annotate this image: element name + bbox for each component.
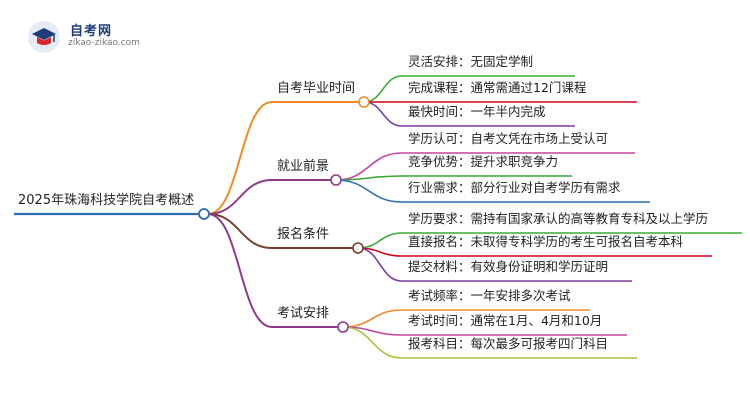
leaf-topic: 考试频率：一年安排多次考试 (408, 288, 571, 303)
branch-node (337, 321, 349, 333)
leaf-connector (342, 326, 403, 359)
leaf-connector (335, 175, 403, 181)
root-node (198, 208, 210, 220)
leaf-topic: 直接报名：未取得专科学历的考生可报名自考本科 (408, 234, 684, 249)
leaf-topic: 提交材料：有效身份证明和学历证明 (408, 259, 609, 274)
leaf-topic: 行业需求：部分行业对自考学历有需求 (408, 180, 621, 195)
branch-connector (207, 213, 273, 328)
leaf-connector (363, 101, 403, 127)
logo-title: 自考网 (70, 24, 113, 39)
leaf-topic: 报考科目：每次最多可报考四门科目 (408, 336, 609, 351)
leaf-topic: 考试时间：通常在1月、4月和10月 (408, 313, 603, 328)
branch-topic: 考试安排 (277, 306, 330, 321)
leaf-topic: 学历要求：需持有国家承认的高等教育专科及以上学历 (408, 211, 709, 226)
root-topic: 2025年珠海科技学院自考概述 (18, 193, 195, 208)
graduation-cap-icon (28, 21, 60, 53)
leaf-connector (342, 309, 403, 328)
leaf-topic: 学历认可：自考文凭在市场上受认可 (408, 131, 609, 146)
leaf-topic: 竞争优势：提升求职竞争力 (408, 154, 559, 169)
branch-node (358, 96, 370, 108)
leaf-connector (363, 75, 403, 103)
branch-connector (207, 179, 273, 215)
leaf-topic: 最快时间：一年半内完成 (408, 104, 546, 119)
leaf-connector (357, 232, 403, 249)
branch-connector (207, 213, 273, 249)
logo-subtitle: zikao-zikao.com (68, 38, 140, 48)
branch-connector (207, 101, 273, 215)
leaf-connector (335, 179, 403, 203)
leaf-topic: 完成课程：通常需通过12门课程 (408, 80, 587, 95)
branch-node (330, 174, 342, 186)
branch-node (352, 242, 364, 254)
leaf-topic: 灵活安排：无固定学制 (408, 54, 534, 69)
branch-topic: 报名条件 (277, 227, 330, 242)
leaf-connector (357, 247, 403, 282)
branch-topic: 自考毕业时间 (277, 81, 356, 96)
branch-topic: 就业前景 (277, 159, 330, 174)
site-logo: 自考网 zikao-zikao.com (28, 18, 158, 53)
